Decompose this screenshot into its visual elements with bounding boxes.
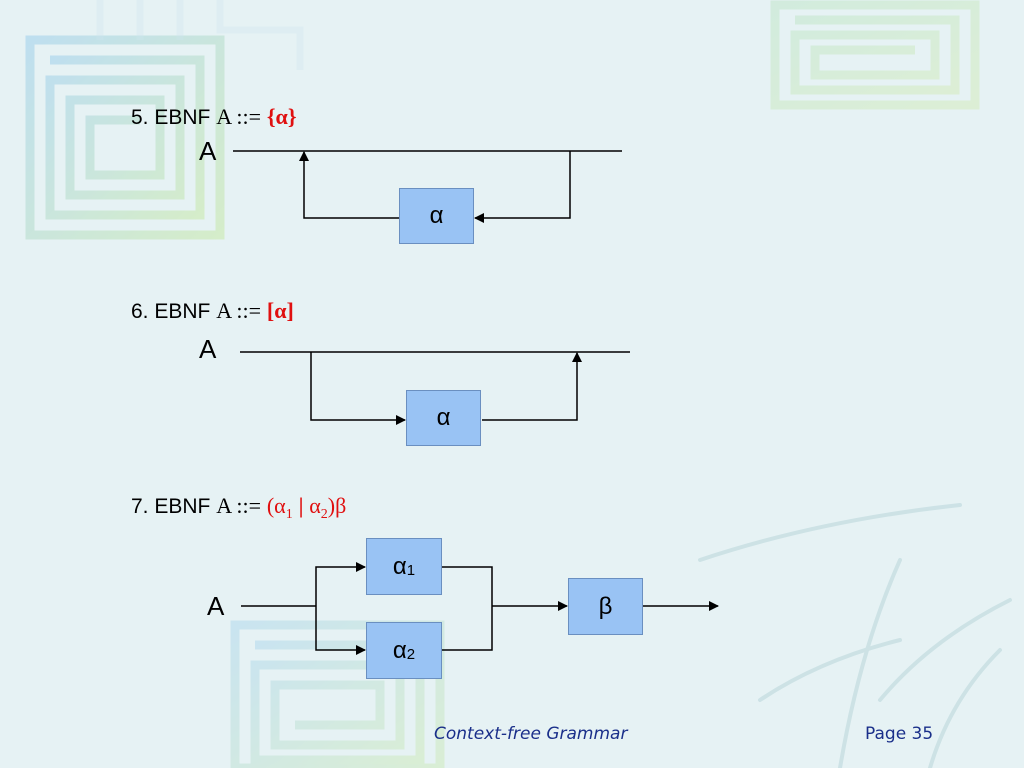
rule-5-nonterminal: A: [199, 136, 217, 166]
rule-7-box1-sub: 1: [406, 562, 416, 579]
footer-title: Context-free Grammar: [434, 724, 628, 744]
rule-5-box-label: α: [429, 202, 444, 229]
rule-7-box2-sub: 2: [406, 646, 416, 663]
rule-7-sym-a: (α: [266, 493, 286, 518]
rule-6-alpha-box: α: [406, 390, 481, 446]
rule-7-sym-b: α: [309, 493, 321, 518]
rule-7-merge: [442, 566, 493, 651]
rule-6-sym-open: [: [266, 298, 275, 323]
rule-7-box2-label: α: [392, 636, 407, 664]
rule-6-nonterminal: A: [199, 334, 217, 364]
rule-5-loop-right: [474, 151, 571, 223]
rule-7-sym-end: )β: [327, 493, 347, 518]
rule-6-code: A ::=: [216, 298, 262, 323]
rule-7-prefix: 7. EBNF: [131, 495, 211, 518]
rule-6-sym-close: ]: [286, 298, 294, 323]
rule-7-sym-bar: |: [298, 493, 304, 518]
rule-6-bypass-left: [310, 352, 406, 425]
rule-7-nonterminal: A: [207, 591, 225, 621]
rule-6-bypass-right: [482, 352, 582, 421]
rule-7-heading: 7. EBNF A ::= (α1 | α2)β: [131, 493, 346, 523]
rule-7-sym-b-sub: 2: [320, 507, 328, 523]
footer-page-number: Page 35: [865, 724, 934, 744]
rule-5-prefix: 5. EBNF: [131, 106, 211, 129]
rule-5-heading: 5. EBNF A ::= {α}: [131, 104, 296, 130]
rule-5-sym-close: }: [287, 104, 297, 129]
rule-5-sym-open: {: [266, 104, 276, 129]
rule-6-prefix: 6. EBNF: [131, 300, 211, 323]
rule-5-code: A ::=: [216, 104, 262, 129]
rule-7-branch-bottom: [315, 606, 366, 655]
rule-7-box3-label: β: [598, 592, 613, 620]
rule-6-sym-mid: α: [274, 298, 287, 323]
rule-7-sym-a-sub: 1: [285, 507, 293, 523]
rule-5-sym-mid: α: [275, 104, 288, 129]
rule-7-beta-box: β: [568, 578, 643, 635]
rule-7-box1-label: α: [392, 552, 407, 580]
rule-7-code: A ::=: [216, 493, 262, 518]
rule-7-branch-top: [315, 562, 366, 606]
rule-6-box-label: α: [436, 404, 451, 431]
rule-6-heading: 6. EBNF A ::= [α]: [131, 298, 294, 324]
rule-5-loop-left: [299, 151, 399, 219]
rule-5-alpha-box: α: [399, 188, 474, 244]
